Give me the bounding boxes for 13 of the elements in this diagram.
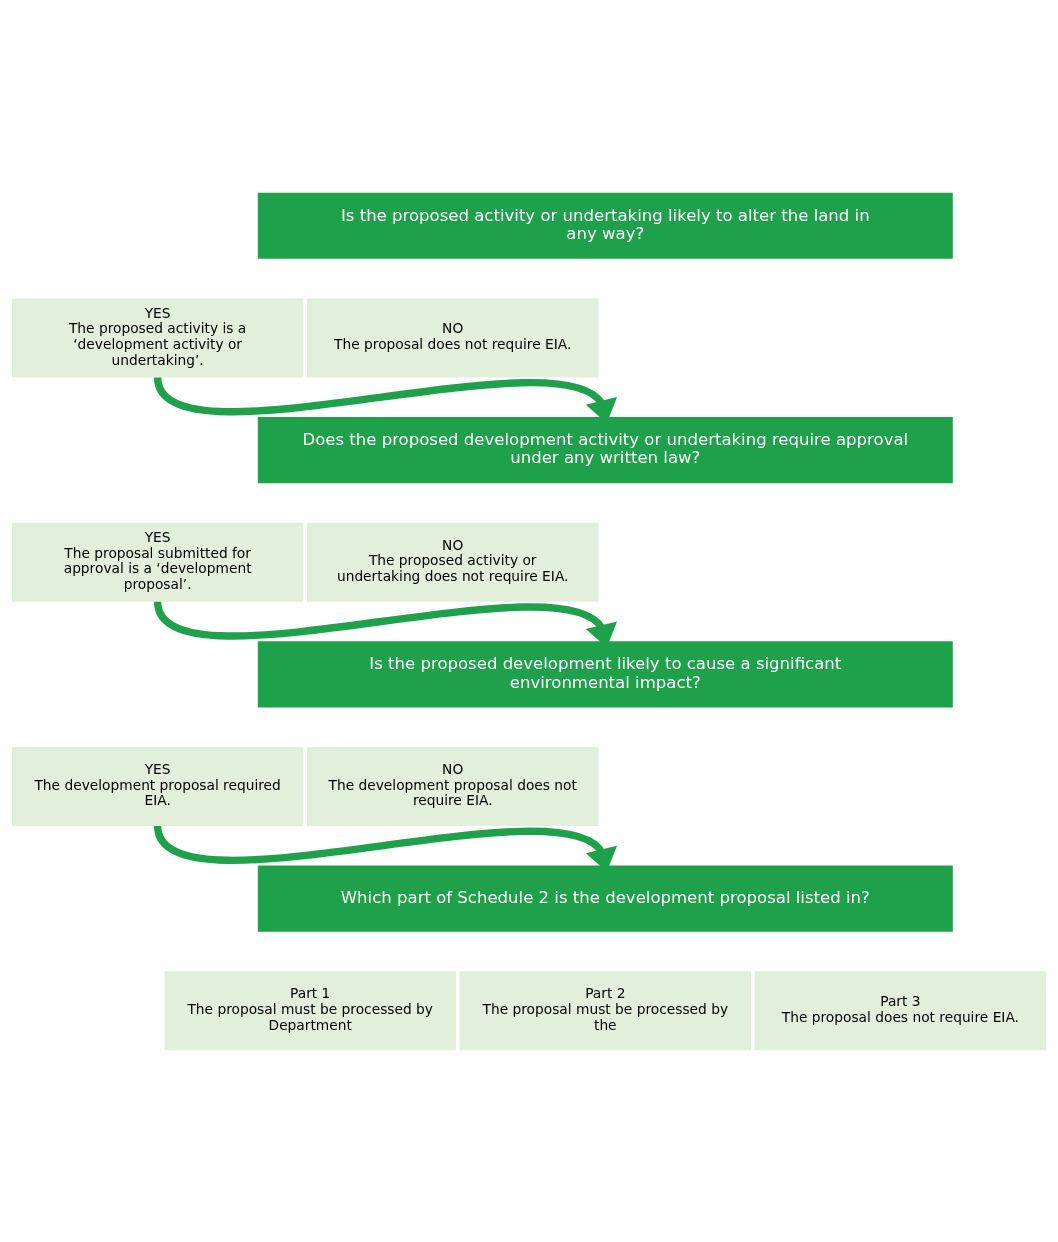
node-box: Is the proposed activity or undertaking likely to alter the land in any way? bbox=[257, 192, 953, 259]
node-box: Part 1 The proposal must be processed by Department bbox=[164, 970, 456, 1050]
node-box: NO The proposal does not require EIA. bbox=[307, 297, 599, 377]
node-box: Part 2 The proposal must be processed by the bbox=[459, 970, 751, 1050]
node-box: Does the proposed development activity or undertaking require approval under any written law? bbox=[257, 416, 953, 483]
node-box: Is the proposed development likely to cause a significant environmental impact? bbox=[257, 640, 953, 707]
node-box: Part 3 The proposal does not require EIA. bbox=[754, 970, 1047, 1050]
node-box: YES The proposal submitted for approval is a ‘development proposal’. bbox=[11, 522, 304, 602]
node-box: YES The proposed activity is a ‘development activity or undertaking’. bbox=[11, 297, 304, 377]
node-box: Which part of Schedule 2 is the development proposal listed in? bbox=[257, 865, 953, 932]
node-box: NO The proposed activity or undertaking does not require EIA. bbox=[307, 522, 599, 602]
node-box: YES The development proposal required EIA. bbox=[11, 746, 304, 826]
node-box: NO The development proposal does not require EIA. bbox=[307, 746, 599, 826]
